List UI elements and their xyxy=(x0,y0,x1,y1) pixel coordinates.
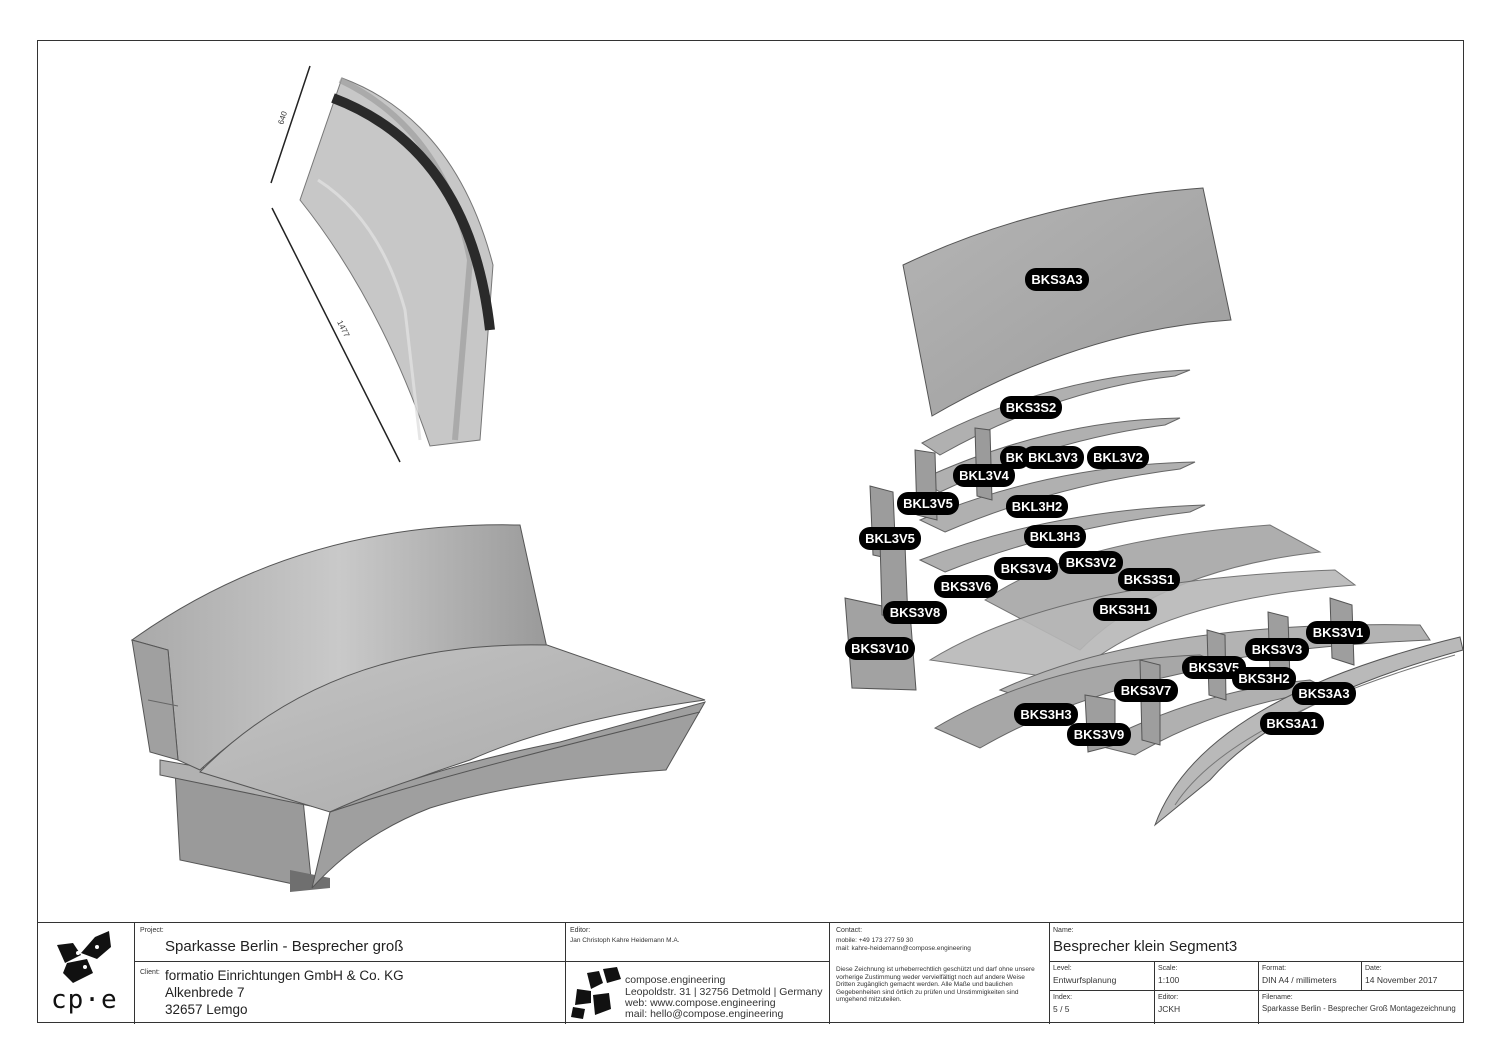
svg-text:BKS3H2: BKS3H2 xyxy=(1238,671,1289,686)
svg-text:BKL3H2: BKL3H2 xyxy=(1012,499,1063,514)
svg-text:BKL3V3: BKL3V3 xyxy=(1028,450,1078,465)
part-label: BKL3V3 xyxy=(1022,446,1084,469)
part-label: BK xyxy=(1000,446,1030,469)
top-view: 640 1477 xyxy=(270,65,495,463)
svg-text:BKS3H1: BKS3H1 xyxy=(1099,602,1150,617)
title-block: cp·e Project: Sparkasse Berlin - Besprec… xyxy=(37,922,1464,1024)
svg-text:BKS3V8: BKS3V8 xyxy=(890,605,941,620)
svg-text:BKL3V2: BKL3V2 xyxy=(1093,450,1143,465)
svg-text:BKS3V1: BKS3V1 xyxy=(1313,625,1364,640)
date-value: 14 November 2017 xyxy=(1365,975,1438,985)
contact-mail: mail: kahre-heidemann@compose.engineerin… xyxy=(836,945,971,952)
svg-text:BKS3V3: BKS3V3 xyxy=(1252,642,1303,657)
part-label: BKS3H1 xyxy=(1093,598,1157,621)
part-label: BKL3V4 xyxy=(953,464,1015,487)
date-caption: Date: xyxy=(1365,965,1382,972)
bench-3d-view xyxy=(130,524,707,892)
part-labels: BKS3A3 BKS3S2 BK BKL3V3 BKL3V2 BKL3V4 BK… xyxy=(845,268,1370,746)
svg-text:BKS3V4: BKS3V4 xyxy=(1001,561,1052,576)
editor-caption: Editor: xyxy=(570,927,591,934)
part-label: BKL3V2 xyxy=(1087,446,1149,469)
client-name: formatio Einrichtungen GmbH & Co. KG xyxy=(165,968,404,983)
client-caption: Client: xyxy=(140,969,160,976)
level-value: Entwurfsplanung xyxy=(1053,975,1117,985)
svg-text:BKS3V9: BKS3V9 xyxy=(1074,727,1125,742)
project-name: Sparkasse Berlin - Besprecher groß xyxy=(165,938,404,955)
svg-text:BKS3V6: BKS3V6 xyxy=(941,579,992,594)
part-label: BKS3A3 xyxy=(1292,682,1356,705)
svg-text:BKS3A1: BKS3A1 xyxy=(1266,716,1317,731)
part-label: BKL3H2 xyxy=(1006,495,1068,518)
part-label: BKS3V7 xyxy=(1114,679,1178,702)
editor2-value: JCKH xyxy=(1158,1004,1181,1014)
svg-text:BKL3H3: BKL3H3 xyxy=(1030,529,1081,544)
copyright-note: Diese Zeichnung ist urheberrechtlich ges… xyxy=(836,966,1035,1004)
svg-text:BKS3V10: BKS3V10 xyxy=(851,641,909,656)
dimension-1477: 1477 xyxy=(335,319,351,339)
scale-value: 1:100 xyxy=(1158,975,1180,985)
part-label: BKS3V2 xyxy=(1059,551,1123,574)
svg-text:BKS3V7: BKS3V7 xyxy=(1121,683,1172,698)
project-caption: Project: xyxy=(140,927,164,934)
part-label: BKS3V3 xyxy=(1245,638,1309,661)
svg-text:BKS3H3: BKS3H3 xyxy=(1020,707,1071,722)
cpe-logo-icon xyxy=(57,931,111,983)
svg-text:BKL3V5: BKL3V5 xyxy=(903,496,953,511)
svg-text:BKL3V4: BKL3V4 xyxy=(959,468,1010,483)
filename-caption: Filename: xyxy=(1262,994,1293,1001)
part-label: BKS3S2 xyxy=(1000,396,1062,419)
index-value: 5 / 5 xyxy=(1053,1004,1070,1014)
part-label: BKS3V1 xyxy=(1306,621,1370,644)
index-caption: Index: xyxy=(1053,994,1073,1001)
part-label: BKS3V6 xyxy=(934,575,998,598)
svg-text:BKS3A3: BKS3A3 xyxy=(1298,686,1349,701)
level-caption: Level: xyxy=(1053,965,1072,972)
part-label: BKS3A3 xyxy=(1025,268,1089,291)
scale-caption: Scale: xyxy=(1158,965,1178,972)
svg-text:BKL3V5: BKL3V5 xyxy=(865,531,915,546)
part-label: BKL3V5 xyxy=(859,527,921,550)
company-address: Leopoldstr. 31 | 32756 Detmold | Germany xyxy=(625,986,823,998)
part-label: BKS3A1 xyxy=(1260,712,1324,735)
filename-value: Sparkasse Berlin - Besprecher Groß Monta… xyxy=(1262,1004,1456,1013)
contact-caption: Contact: xyxy=(836,927,863,934)
contact-mobile: mobile: +49 173 277 59 30 xyxy=(836,937,914,944)
svg-text:BKS3S1: BKS3S1 xyxy=(1124,572,1175,587)
editor2-caption: Editor: xyxy=(1158,994,1179,1001)
name-caption: Name: xyxy=(1053,927,1074,934)
company-name: compose.engineering xyxy=(625,974,726,986)
part-label: BKL3H3 xyxy=(1024,525,1086,548)
svg-text:BKS3S2: BKS3S2 xyxy=(1006,400,1057,415)
part-label: BKL3V5 xyxy=(897,492,959,515)
format-value: DIN A4 / millimeters xyxy=(1262,975,1337,985)
part-label: BKS3H2 xyxy=(1232,667,1296,690)
svg-text:BKS3A3: BKS3A3 xyxy=(1031,272,1082,287)
client-street: Alkenbrede 7 xyxy=(165,985,245,1000)
compose-engineering-logo-icon xyxy=(571,967,621,1019)
part-label: BKS3V10 xyxy=(845,637,915,660)
part-label: BKS3S1 xyxy=(1118,568,1180,591)
drawing-area: 640 1477 xyxy=(130,65,1464,892)
logo-text: cp·e xyxy=(51,985,118,1015)
part-label: BKS3H3 xyxy=(1014,703,1078,726)
part-label: BKS3V9 xyxy=(1067,723,1131,746)
part-label: BKS3V5 xyxy=(1182,656,1246,679)
drawing-name: Besprecher klein Segment3 xyxy=(1053,938,1238,955)
company-mail: mail: hello@compose.engineering xyxy=(625,1008,784,1020)
svg-text:BKS3V5: BKS3V5 xyxy=(1189,660,1240,675)
dimension-640: 640 xyxy=(276,110,289,126)
client-city: 32657 Lemgo xyxy=(165,1002,248,1017)
part-label: BKS3V4 xyxy=(994,557,1058,580)
part-label: BKS3V8 xyxy=(883,601,947,624)
svg-text:BKS3V2: BKS3V2 xyxy=(1066,555,1117,570)
editor-name: Jan Christoph Kahre Heidemann M.A. xyxy=(570,937,680,944)
format-caption: Format: xyxy=(1262,965,1287,972)
svg-text:BK: BK xyxy=(1006,450,1025,465)
logo-cell: cp·e xyxy=(37,923,135,1024)
company-web: web: www.compose.engineering xyxy=(625,997,776,1009)
